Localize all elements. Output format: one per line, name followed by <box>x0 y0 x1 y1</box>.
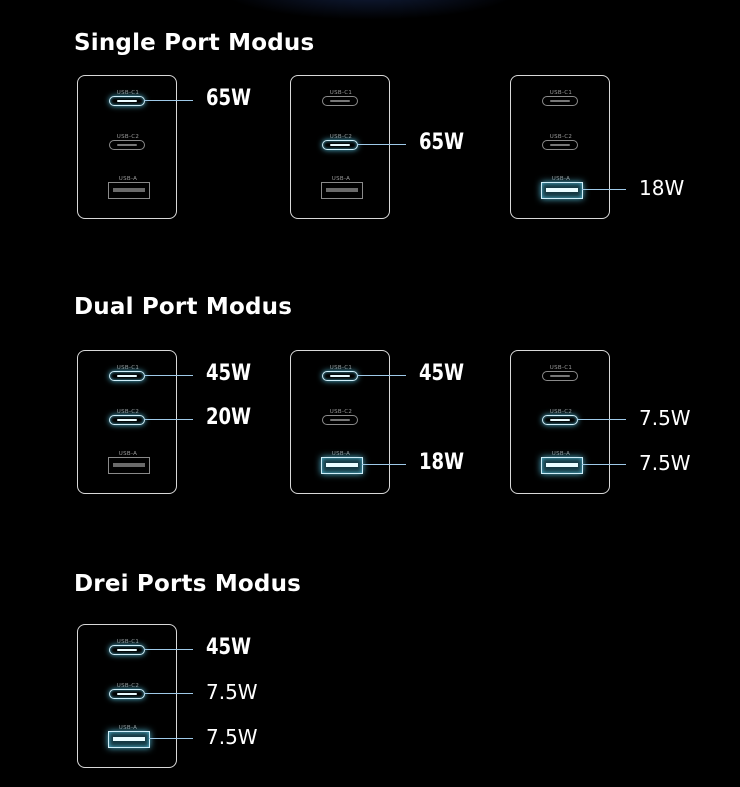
wattage-label: 45W <box>419 361 465 386</box>
connector-line <box>144 419 193 420</box>
top-glow <box>220 0 520 20</box>
usb-c-port <box>109 645 145 655</box>
port-label: USB-C1 <box>329 365 353 371</box>
usb-a-port <box>541 457 583 474</box>
port-label: USB-A <box>551 451 571 457</box>
wattage-label: 45W <box>206 635 252 660</box>
connector-line <box>144 100 193 101</box>
wattage-label: 65W <box>419 130 465 155</box>
wattage-label: 45W <box>206 361 252 386</box>
connector-line <box>144 693 193 694</box>
usb-c-port <box>109 415 145 425</box>
port-label: USB-C1 <box>116 639 140 645</box>
wattage-label: 18W <box>419 450 465 475</box>
usb-c-port <box>322 140 358 150</box>
wattage-label: 65W <box>206 86 252 111</box>
port-label: USB-A <box>118 176 138 182</box>
wattage-label: 20W <box>206 405 252 430</box>
port-label: USB-C1 <box>549 90 573 96</box>
wattage-label: 7.5W <box>206 680 258 704</box>
port-label: USB-C2 <box>329 134 353 140</box>
port-label: USB-C1 <box>329 90 353 96</box>
wattage-label: 7.5W <box>639 406 691 430</box>
usb-c-port <box>322 415 358 425</box>
usb-a-port <box>321 457 363 474</box>
port-label: USB-C1 <box>116 365 140 371</box>
usb-a-port <box>108 457 150 474</box>
port-label: USB-A <box>331 451 351 457</box>
usb-c-port <box>542 140 578 150</box>
port-label: USB-C1 <box>549 365 573 371</box>
port-label: USB-C2 <box>116 134 140 140</box>
connector-line <box>149 738 193 739</box>
port-label: USB-A <box>118 725 138 731</box>
connector-line <box>582 464 626 465</box>
usb-c-port <box>542 371 578 381</box>
wattage-label: 18W <box>639 176 685 200</box>
usb-c-port <box>322 96 358 106</box>
usb-c-port <box>109 140 145 150</box>
usb-c-port <box>109 689 145 699</box>
section-title: Drei Ports Modus <box>74 571 302 597</box>
usb-c-port <box>542 415 578 425</box>
usb-a-port <box>108 731 150 748</box>
usb-a-port <box>108 182 150 199</box>
port-label: USB-A <box>118 451 138 457</box>
connector-line <box>577 419 626 420</box>
port-label: USB-A <box>331 176 351 182</box>
port-label: USB-C1 <box>116 90 140 96</box>
port-label: USB-C2 <box>549 134 573 140</box>
usb-c-port <box>322 371 358 381</box>
port-label: USB-C2 <box>549 409 573 415</box>
usb-c-port <box>109 371 145 381</box>
section-title: Single Port Modus <box>74 30 315 56</box>
connector-line <box>144 375 193 376</box>
connector-line <box>582 189 626 190</box>
usb-a-port <box>321 182 363 199</box>
section-title: Dual Port Modus <box>74 294 293 320</box>
connector-line <box>144 649 193 650</box>
usb-c-port <box>542 96 578 106</box>
port-label: USB-C2 <box>116 409 140 415</box>
usb-a-port <box>541 182 583 199</box>
wattage-label: 7.5W <box>206 725 258 749</box>
usb-c-port <box>109 96 145 106</box>
port-label: USB-C2 <box>329 409 353 415</box>
wattage-label: 7.5W <box>639 451 691 475</box>
port-label: USB-A <box>551 176 571 182</box>
connector-line <box>357 375 406 376</box>
connector-line <box>362 464 406 465</box>
connector-line <box>357 144 406 145</box>
port-label: USB-C2 <box>116 683 140 689</box>
